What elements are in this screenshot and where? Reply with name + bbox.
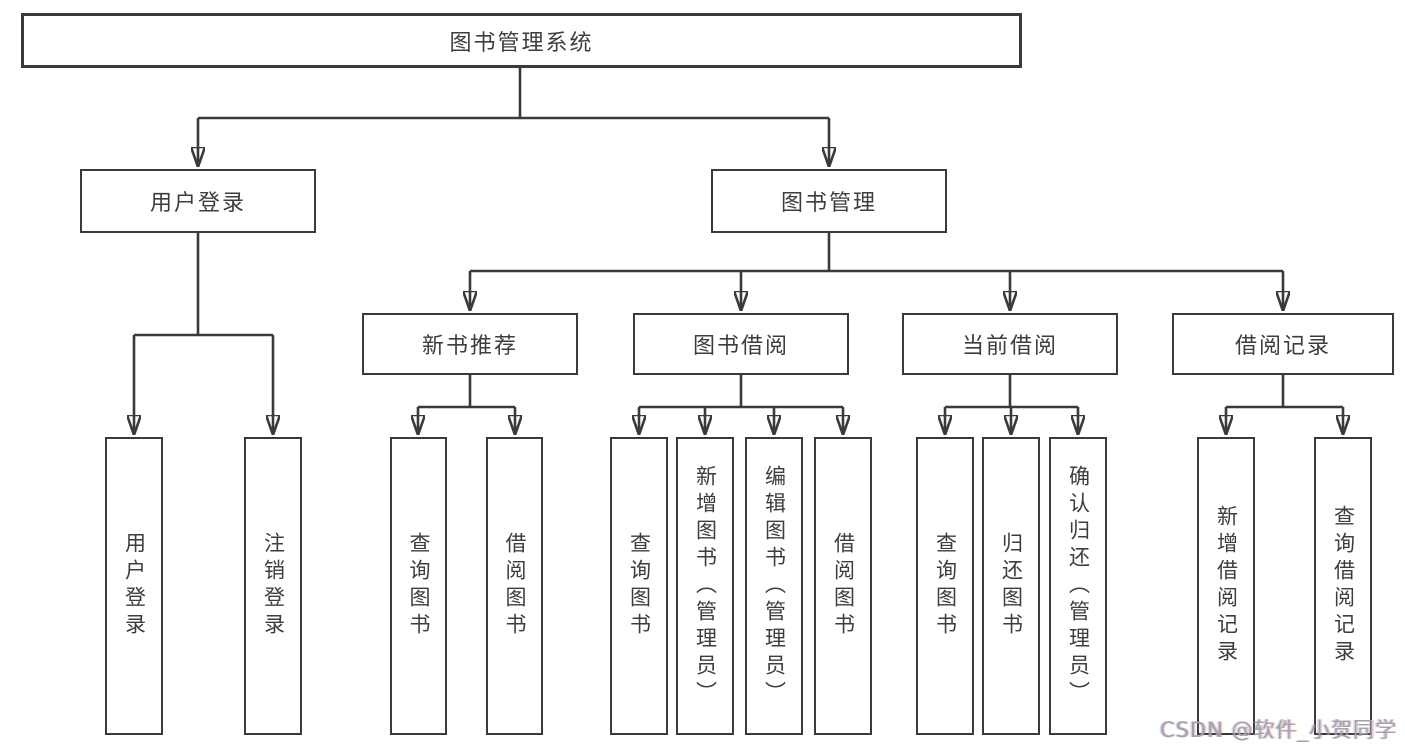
leaf-label: 用户登录 [122,532,147,640]
node-label: 借阅记录 [1234,334,1331,359]
leaf-borrow-books-recommend: 借阅图书 [486,437,543,735]
node-user-login: 用户登录 [80,169,316,233]
node-label: 新书推荐 [421,334,518,359]
leaf-label: 查询图书 [407,532,431,640]
leaf-label: 借阅图书 [831,532,856,640]
leaf-label: 确认归还（管理员） [1066,464,1091,708]
leaf-borrow-books-borrowing: 借阅图书 [814,437,872,735]
leaf-label: 新增借阅记录 [1214,505,1239,667]
leaf-label: 查询图书 [627,532,652,640]
node-label: 图书管理系统 [449,30,594,56]
leaf-label: 归还图书 [999,532,1024,640]
leaf-label: 新增图书（管理员） [693,464,718,708]
leaf-label: 查询图书 [933,532,958,640]
node-label: 图书管理 [780,191,877,216]
node-book-management: 图书管理 [711,169,947,233]
leaf-logout: 注销登录 [244,437,302,735]
node-new-book-recommendation: 新书推荐 [362,313,578,375]
leaf-edit-book-admin: 编辑图书（管理员） [745,437,803,735]
leaf-label: 注销登录 [261,532,286,640]
leaf-query-books-current: 查询图书 [916,437,974,735]
leaf-query-borrow-record: 查询借阅记录 [1314,437,1372,735]
leaf-label: 借阅图书 [503,532,527,640]
leaf-query-books-recommend: 查询图书 [390,437,447,735]
leaf-add-book-admin: 新增图书（管理员） [676,437,734,735]
node-label: 用户登录 [149,191,246,216]
leaf-user-login: 用户登录 [105,437,163,735]
node-label: 图书借阅 [692,334,789,359]
node-label: 当前借阅 [961,334,1058,359]
leaf-label: 查询借阅记录 [1331,505,1356,667]
leaf-label: 编辑图书（管理员） [762,464,787,708]
node-library-management-system: 图书管理系统 [21,13,1022,68]
node-current-borrowing: 当前借阅 [902,313,1118,375]
csdn-watermark: CSDN @软件_小贺同学 [1159,718,1397,742]
node-book-borrowing: 图书借阅 [633,313,849,375]
leaf-add-borrow-record: 新增借阅记录 [1197,437,1255,735]
leaf-confirm-return-admin: 确认归还（管理员） [1049,437,1107,735]
node-borrowing-records: 借阅记录 [1172,313,1394,375]
leaf-return-book: 归还图书 [982,437,1040,735]
leaf-query-books-borrowing: 查询图书 [610,437,668,735]
